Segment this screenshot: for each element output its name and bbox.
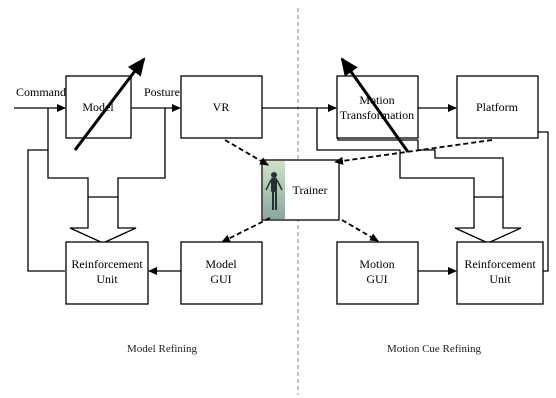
platform-to-trainer-dashed-arrow bbox=[335, 140, 492, 162]
model-gui-label-1: Model bbox=[205, 257, 237, 271]
model-label: Model bbox=[82, 100, 114, 114]
trainer-label: Trainer bbox=[293, 183, 328, 197]
left-hollow-arrow bbox=[70, 197, 136, 243]
model-gui-label-2: GUI bbox=[210, 272, 231, 286]
platform-label: Platform bbox=[476, 100, 519, 114]
left-reinforcement-label-2: Unit bbox=[96, 272, 118, 286]
vr-label: VR bbox=[213, 100, 230, 114]
motion-cue-refining-caption: Motion Cue Refining bbox=[387, 343, 482, 355]
left-reinforcement-label-1: Reinforcement bbox=[71, 257, 143, 271]
motion-transformation-label-1: Motion bbox=[359, 93, 394, 107]
motion-gui-label-2: GUI bbox=[366, 272, 387, 286]
right-reinforcement-label-1: Reinforcement bbox=[464, 257, 536, 271]
trainer-to-motion-gui-dashed-arrow bbox=[342, 220, 378, 241]
right-hollow-arrow bbox=[455, 197, 521, 243]
trainer-to-model-gui-dashed-arrow bbox=[222, 218, 270, 242]
right-reinforcement-label-2: Unit bbox=[489, 272, 511, 286]
reinforcement-feedback-line bbox=[28, 150, 65, 271]
motion-transformation-label-2: Transformation bbox=[340, 108, 414, 122]
command-label: Command bbox=[16, 85, 66, 99]
model-refining-caption: Model Refining bbox=[127, 343, 197, 355]
motion-out-line bbox=[418, 140, 503, 197]
posture-label: Posture bbox=[144, 85, 180, 99]
vr-to-trainer-dashed-arrow bbox=[225, 140, 268, 165]
motion-gui-label-1: Motion bbox=[359, 257, 394, 271]
